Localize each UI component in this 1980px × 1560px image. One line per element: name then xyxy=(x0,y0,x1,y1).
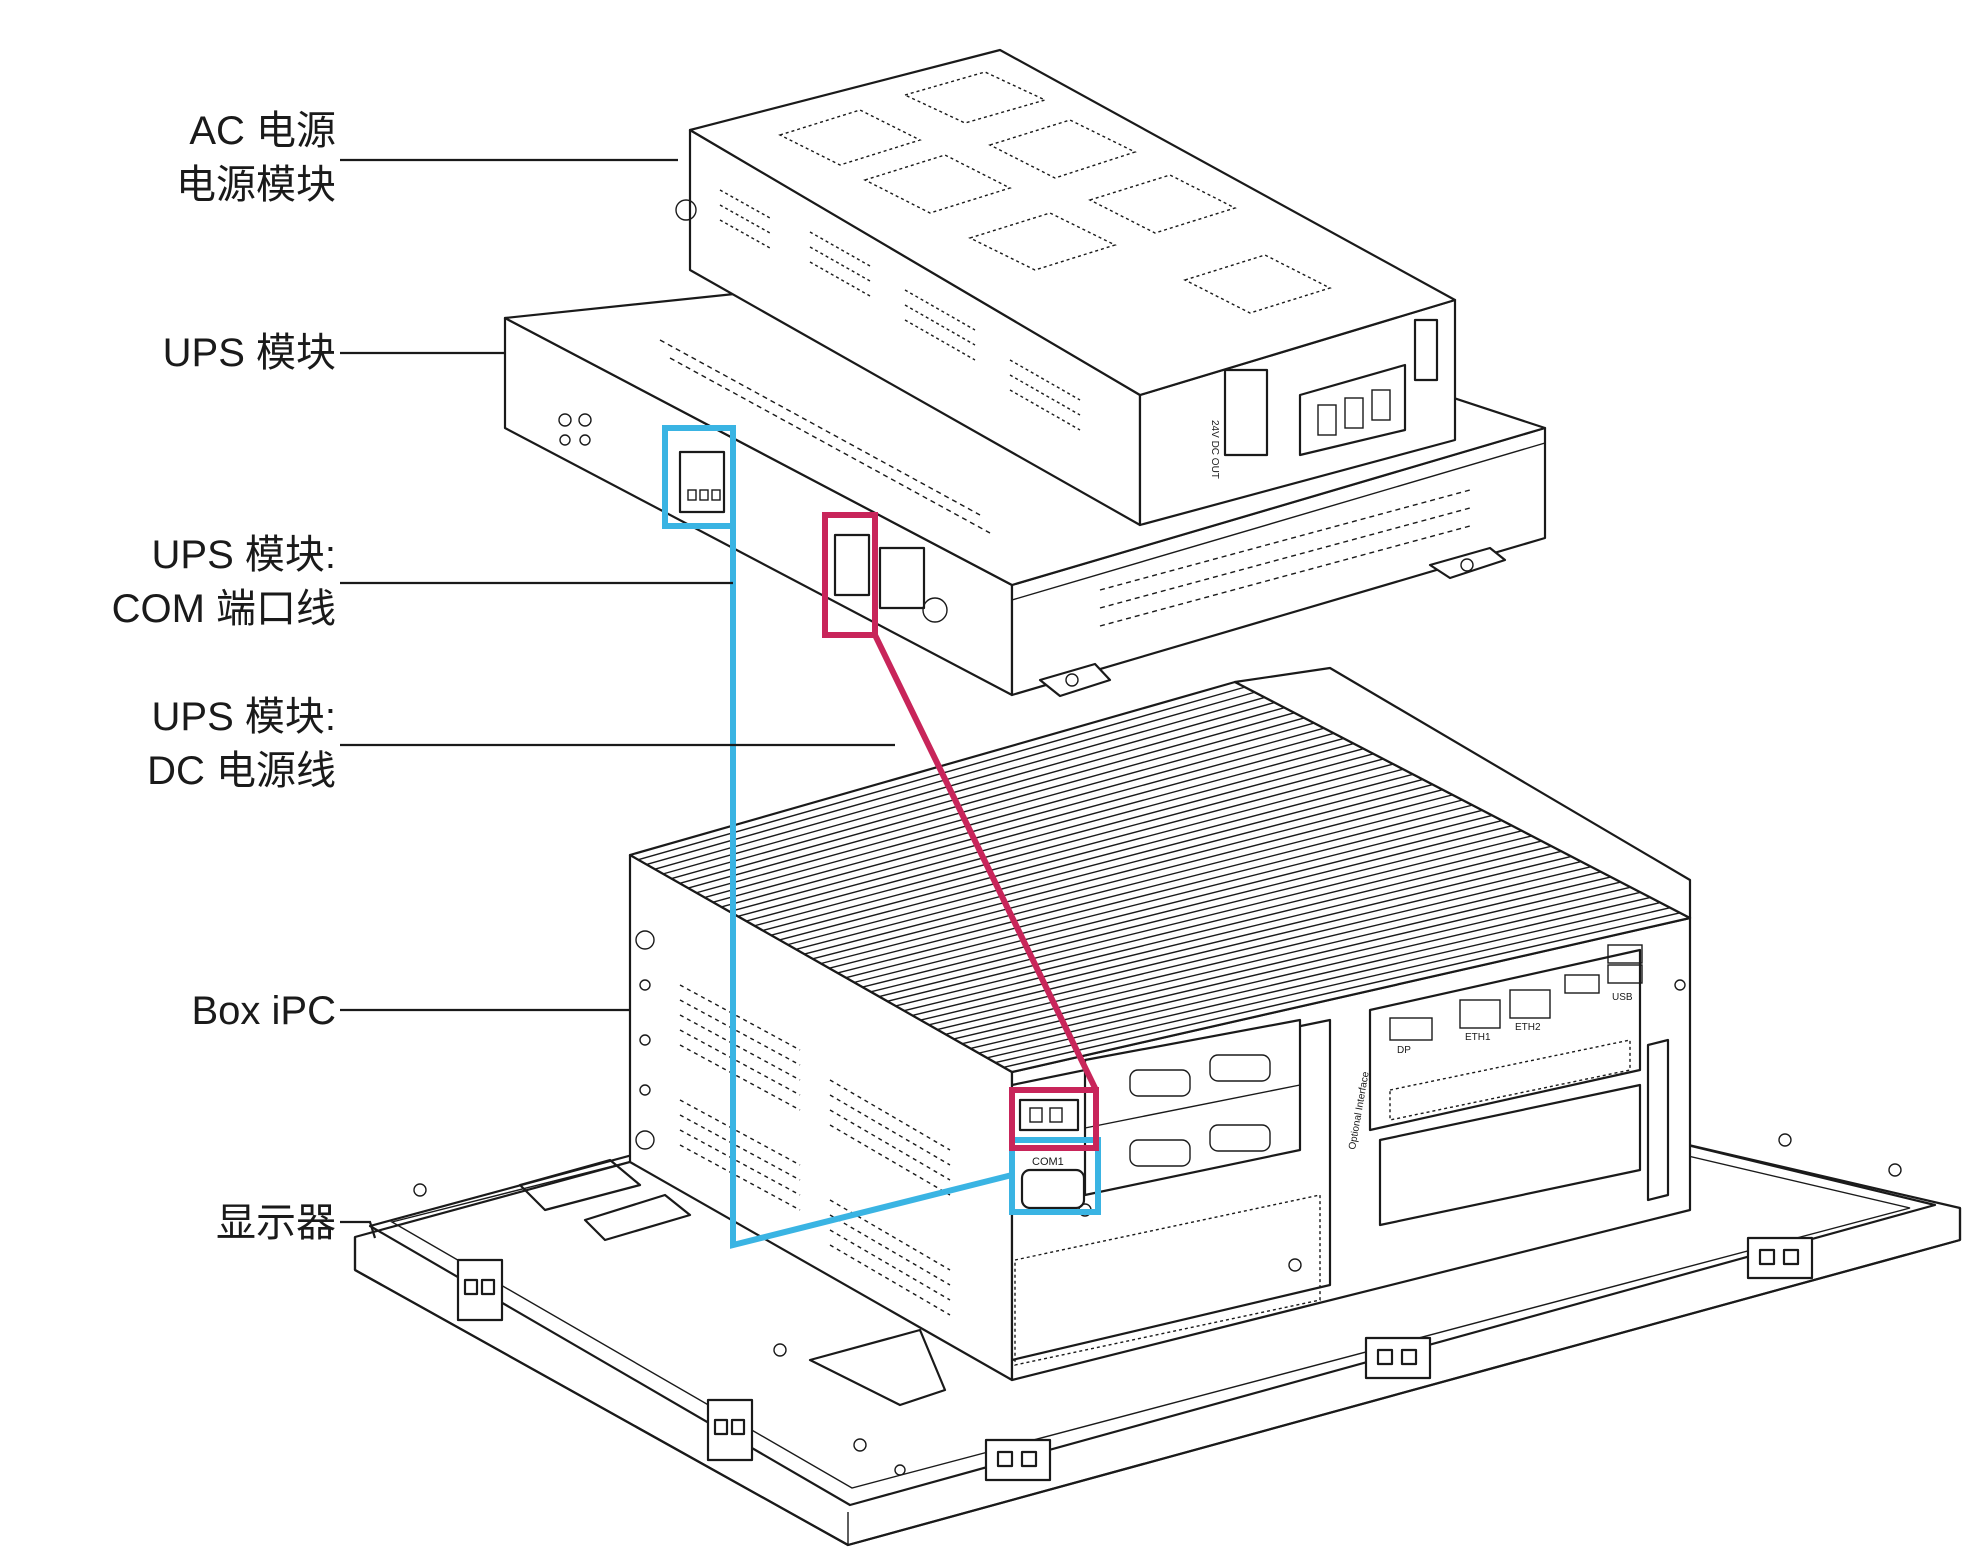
display-clip xyxy=(706,1398,754,1462)
front-vent xyxy=(1014,1039,1631,1366)
display-clip xyxy=(456,1258,504,1322)
leader-lines xyxy=(340,158,895,1239)
eth2-port-label: ETH2 xyxy=(1515,1022,1541,1033)
ups-status-leds xyxy=(558,413,592,446)
label-ups-com-line1: UPS 模块: xyxy=(152,533,336,577)
dc-out-label: 24V DC OUT xyxy=(1209,420,1220,479)
label-ups-com-line2: COM 端口线 xyxy=(112,587,336,631)
side-vent xyxy=(679,984,951,1316)
callout-labels: AC 电源 电源模块 UPS 模块 UPS 模块: COM 端口线 UPS 模块… xyxy=(112,109,336,1245)
display-clip xyxy=(984,1438,1052,1482)
com1-port-label: COM1 xyxy=(1032,1156,1064,1168)
label-ac-power-line1: AC 电源 xyxy=(189,109,336,153)
com-port-cable xyxy=(662,425,1101,1249)
display-clip xyxy=(1746,1236,1814,1280)
label-box-ipc: Box iPC xyxy=(192,989,337,1033)
label-ups-dc-line1: UPS 模块: xyxy=(152,695,336,739)
ups-front-vent xyxy=(1099,489,1471,627)
display-clip xyxy=(1364,1336,1432,1380)
dc-power-cable xyxy=(822,512,1099,1151)
dp-port-label: DP xyxy=(1397,1045,1411,1056)
label-ups-dc-line2: DC 电源线 xyxy=(147,749,336,793)
usb-port-label: USB xyxy=(1612,992,1633,1003)
ac-power-supply: 24V DC OUT xyxy=(675,48,1457,527)
label-display: 显示器 xyxy=(216,1201,336,1245)
label-ups-module: UPS 模块 xyxy=(163,331,336,375)
eth1-port-label: ETH1 xyxy=(1465,1032,1491,1043)
label-ac-power-line2: 电源模块 xyxy=(176,163,336,207)
psu-top-vents xyxy=(778,71,1332,314)
box-ipc: COM1 DP ETH1 ETH2 USB Optional Interface xyxy=(628,666,1692,1382)
